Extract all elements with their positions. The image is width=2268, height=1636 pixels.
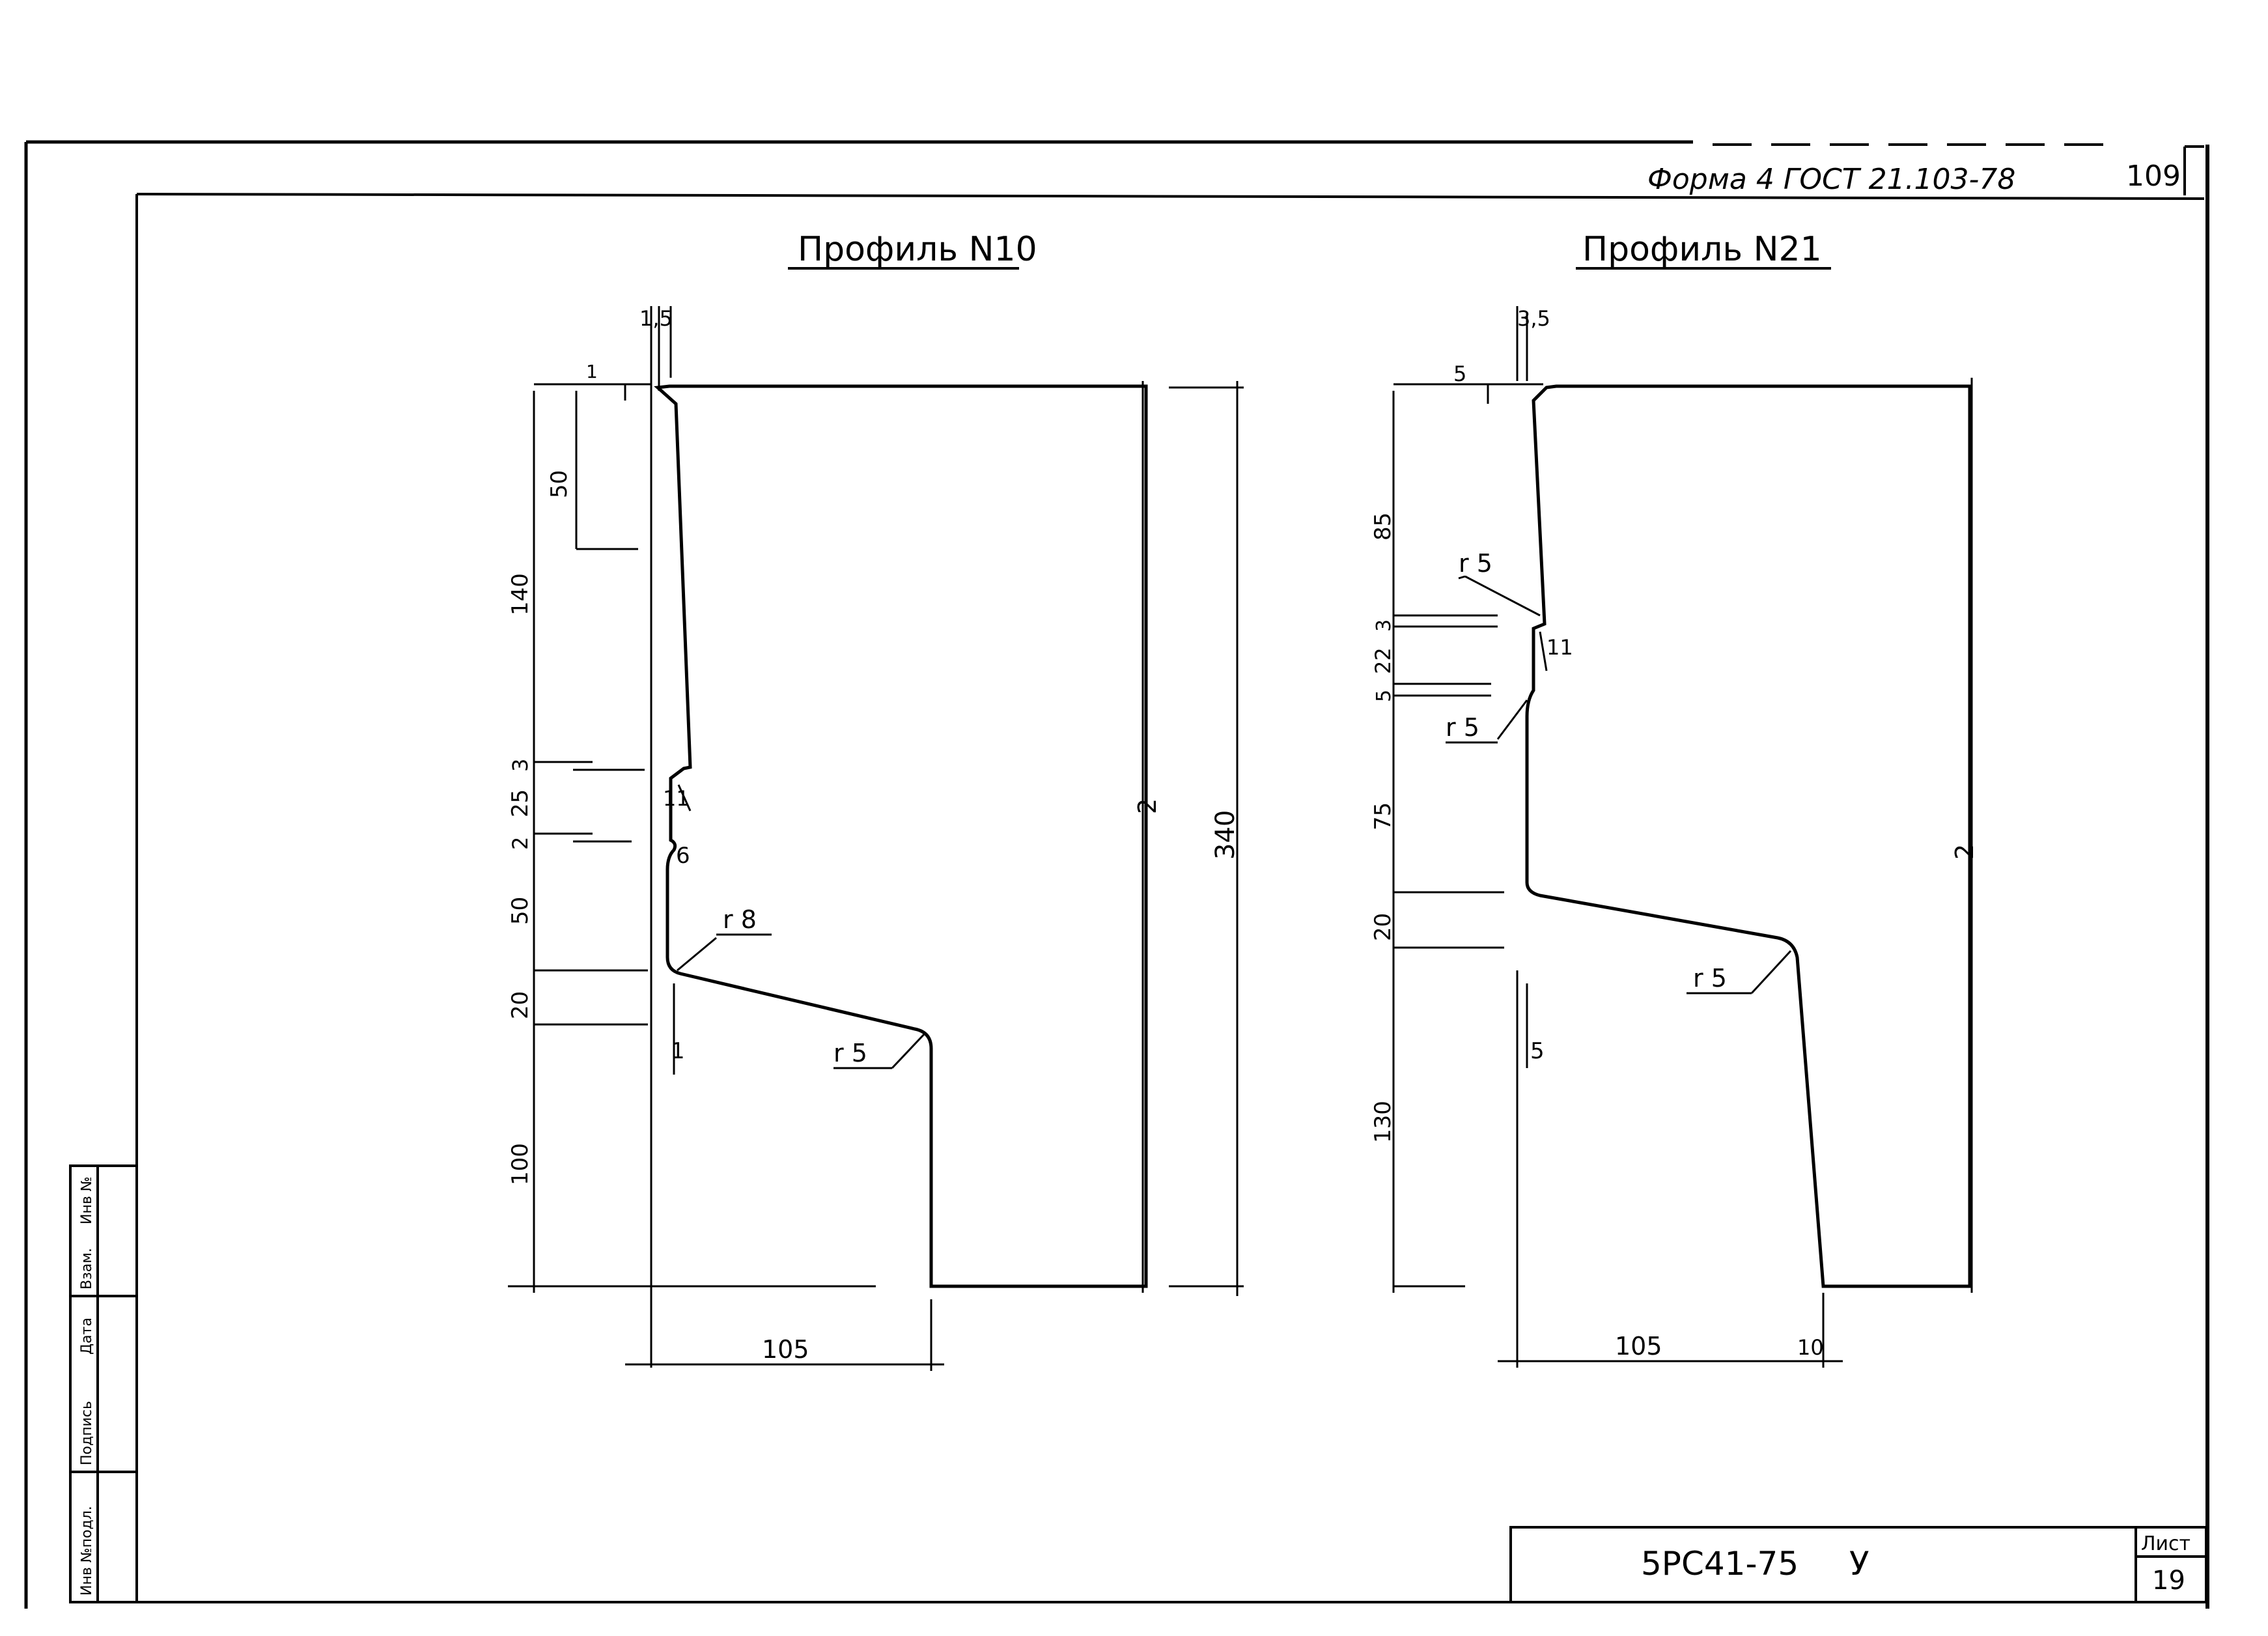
p21-right-mark: 2 (1950, 844, 1979, 860)
p21-dim-top-a: 3,5 (1517, 306, 1550, 331)
profile-10: Профиль N10 (507, 230, 1244, 1371)
profile-21-title: Профиль N21 (1582, 230, 1822, 269)
profile-10-dim-lines (508, 306, 1244, 1371)
p10-radius-8: r 8 (723, 905, 757, 934)
p10-radius-5: r 5 (833, 1039, 867, 1067)
p21-dim-width-105: 105 (1615, 1332, 1662, 1361)
p21-radius-5b: r 5 (1446, 713, 1479, 742)
p10-dim-top-b: 1 (586, 361, 598, 382)
p10-right-mark: 2 (1133, 798, 1162, 814)
p21-dim-top-b: 5 (1453, 361, 1466, 386)
p10-dim-v-3: 3 (508, 759, 533, 772)
p10-dim-h-1: 1 (671, 1038, 685, 1064)
p21-dim-h-5: 5 (1530, 1038, 1545, 1064)
p10-dim-width-105: 105 (762, 1335, 809, 1364)
title-block: 5РС41-75 У Лист 19 (1509, 1526, 2207, 1603)
p10-dim-top-a: 1,5 (639, 306, 673, 331)
p10-dim-v-20: 20 (507, 991, 533, 1019)
p10-dim-v-50b: 50 (507, 897, 533, 925)
p10-dim-h-6: 6 (676, 843, 690, 869)
p21-radius-5a: r 5 (1459, 549, 1492, 578)
stamp-sign: Подпись (79, 1401, 95, 1465)
p21-dim-v-85: 85 (1370, 513, 1396, 541)
doc-code: 5РС41-75 (1641, 1545, 1799, 1583)
stamp-inv-dup: Инв № (79, 1176, 95, 1224)
profile-10-outline (654, 384, 1148, 1288)
sheet-number: 19 (2152, 1566, 2185, 1596)
p10-dim-v-50: 50 (546, 470, 572, 498)
sheet-label: Лист (2141, 1532, 2191, 1555)
side-stamp: Инв №подл. Подпись Дата Взам. Инв № (69, 1164, 138, 1603)
p21-radius-5c: r 5 (1693, 964, 1727, 993)
p21-dim-v-5: 5 (1373, 690, 1395, 702)
p10-dim-height-340: 340 (1211, 810, 1240, 860)
p10-dim-v-100: 100 (507, 1143, 533, 1185)
page-number: 109 (2126, 160, 2181, 193)
p21-dim-v-75: 75 (1370, 802, 1396, 830)
p10-dim-v-2: 2 (508, 837, 533, 850)
p10-dim-v-25: 25 (507, 789, 533, 817)
profile-21: Профиль N21 (1370, 230, 1979, 1368)
p21-dim-width-10: 10 (1797, 1335, 1824, 1360)
p21-dim-v-3: 3 (1373, 619, 1395, 632)
p21-dim-v-20: 20 (1370, 913, 1396, 941)
p21-dim-v-22: 22 (1371, 647, 1395, 674)
frame (24, 140, 2209, 1609)
profile-21-dim-lines (1392, 306, 1973, 1368)
p10-dim-h-11: 11 (663, 786, 690, 811)
profile-21-outline (1525, 384, 1972, 1288)
form-note: Форма 4 ГОСТ 21.103-78 (1647, 163, 2015, 196)
stamp-repl: Взам. (79, 1248, 95, 1290)
p21-dim-v-130: 130 (1370, 1101, 1396, 1143)
p10-dim-v-140: 140 (507, 573, 533, 615)
doc-suffix: У (1849, 1545, 1869, 1583)
p21-dim-h-11: 11 (1547, 635, 1573, 660)
stamp-date: Дата (79, 1318, 95, 1355)
profile-10-title: Профиль N10 (798, 230, 1037, 269)
stamp-inv-orig: Инв №подл. (79, 1506, 95, 1596)
